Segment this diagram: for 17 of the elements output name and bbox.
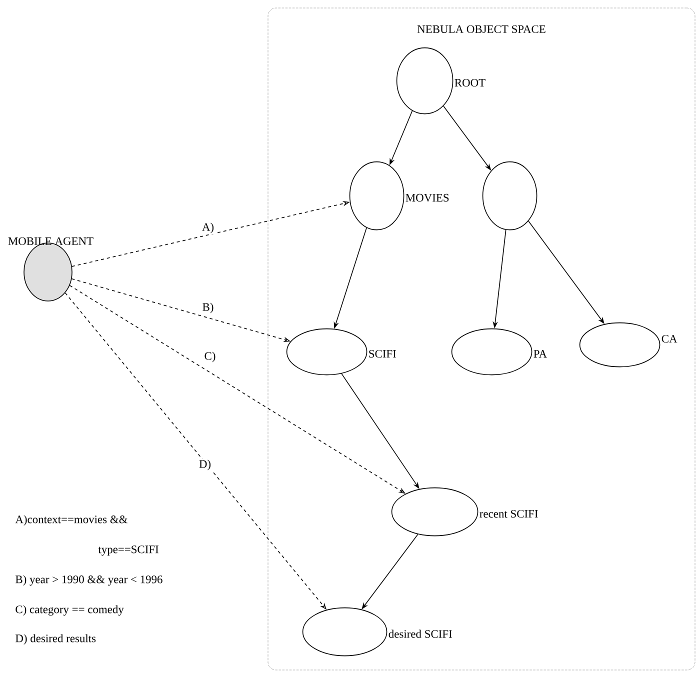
condition-note: B) year > 1990 && year < 1996	[16, 575, 162, 586]
node-label: recent SCIFI	[480, 510, 538, 518]
node-label: SCIFI	[369, 350, 396, 358]
condition-note: D) desired results	[16, 634, 96, 645]
edge-label: C)	[203, 350, 217, 364]
node-label: MOBILE AGENT	[8, 237, 94, 246]
edge-label: A)	[200, 222, 216, 234]
node-label: MOVIES	[406, 194, 449, 202]
node-label: desired SCIFI	[388, 630, 452, 638]
condition-note: A)context==movies && type==SCIFI	[15, 515, 158, 556]
node-label: PA	[534, 350, 547, 358]
edge-label: B)	[201, 302, 215, 314]
condition-note: C) category == comedy	[16, 605, 124, 616]
node-label: CA	[662, 334, 678, 343]
node-ellipse	[482, 161, 538, 230]
edge-label: D)	[198, 458, 212, 472]
node-label: ROOT	[454, 78, 486, 87]
